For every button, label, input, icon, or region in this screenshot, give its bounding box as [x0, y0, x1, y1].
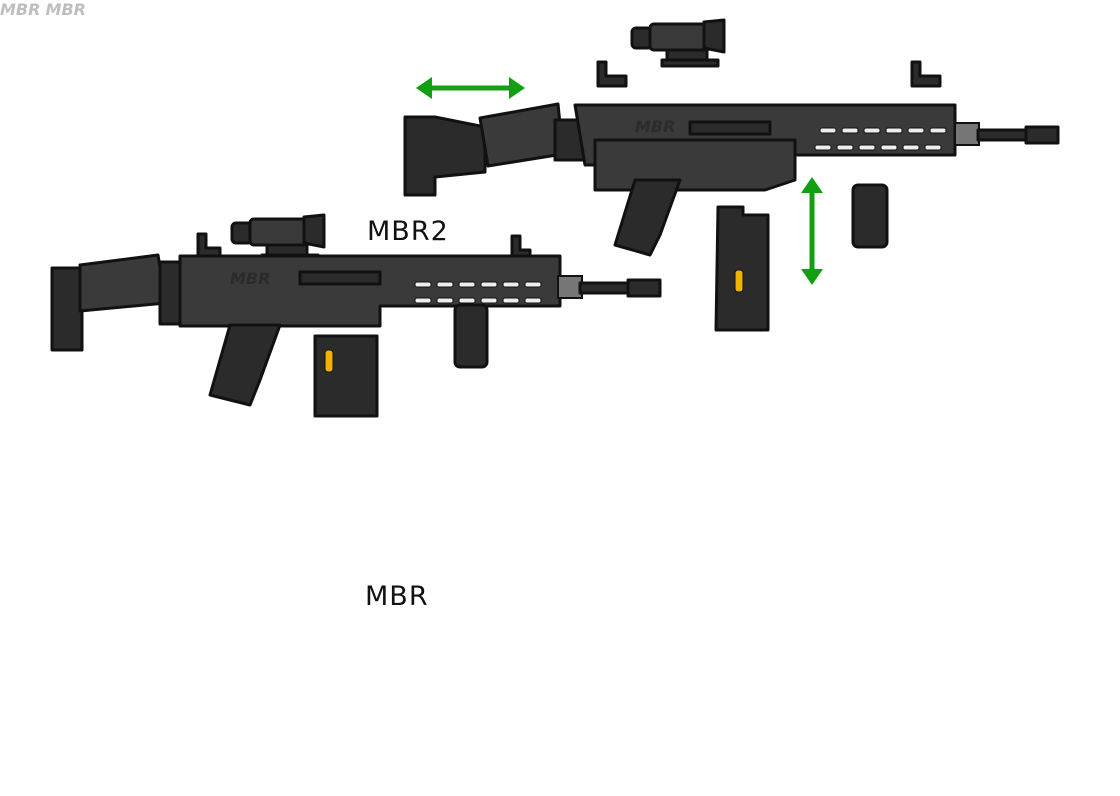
stock	[50, 266, 84, 352]
mbr-label: MBR	[365, 581, 429, 612]
upper-receiver	[178, 254, 562, 328]
optic-icon	[230, 213, 326, 263]
pistol-grip	[613, 178, 682, 257]
iron-sight-icon: MBR	[0, 0, 46, 19]
lower-receiver	[593, 138, 797, 192]
vertical-grip	[851, 183, 889, 249]
optic-icon	[630, 18, 726, 68]
svg-text:MBR: MBR	[635, 117, 675, 136]
mbr-assembled-rifle: MBR	[46, 0, 86, 19]
stock: MBR	[0, 0, 46, 19]
iron-sight-icon: MBR	[46, 0, 86, 19]
stock	[403, 115, 487, 197]
svg-text:MBR: MBR	[230, 269, 270, 288]
mbr2-exploded-rifle: MBR	[403, 18, 1060, 332]
vertical-grip	[453, 303, 489, 369]
iron-sight-icon	[596, 60, 628, 88]
lower-receiver: MBR	[45, 0, 86, 19]
iron-sight-icon	[196, 232, 222, 260]
magazine	[714, 205, 770, 332]
magazine	[313, 334, 379, 418]
upper-receiver: MBR	[46, 0, 86, 19]
iron-sight-icon: MBR	[46, 0, 86, 19]
pistol-grip	[208, 323, 282, 407]
mbr-exploded-rifle: MBR	[0, 0, 46, 19]
stock: MBR	[46, 0, 86, 19]
iron-sight-icon	[910, 60, 942, 88]
lower-receiver: MBR	[0, 0, 41, 19]
mbr2-label: MBR2	[367, 216, 449, 247]
horizontal-double-arrow-icon	[416, 77, 525, 99]
upper-receiver: MBR	[0, 0, 46, 19]
vertical-double-arrow-icon	[801, 177, 823, 285]
iron-sight-icon: MBR	[0, 0, 46, 19]
mbr2-assembled-rifle: MBR	[50, 213, 662, 418]
